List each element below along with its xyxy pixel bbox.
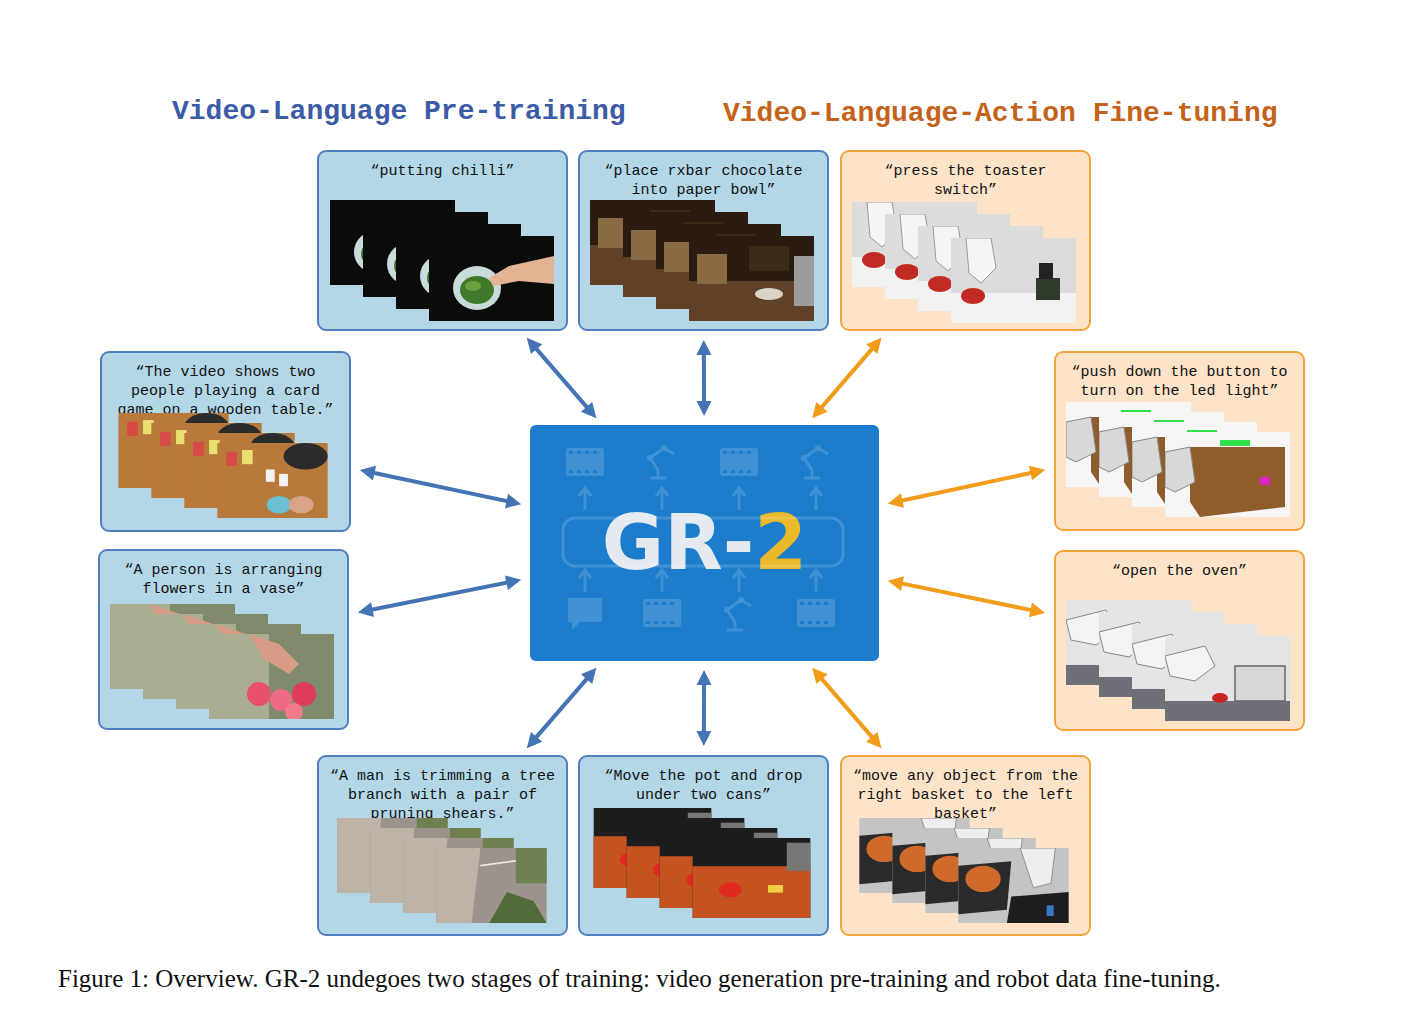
- arrow-head: [505, 494, 521, 509]
- double-arrow: [696, 340, 711, 416]
- model-name: GR-2: [602, 498, 807, 588]
- video-clip-box: “press the toaster switch”: [840, 150, 1091, 331]
- double-arrow: [812, 338, 881, 418]
- arrow-shaft: [702, 680, 706, 736]
- video-clip-box: “Move the pot and drop under two cans”: [578, 755, 829, 936]
- arrow-head: [360, 466, 376, 481]
- double-arrow: [527, 338, 597, 418]
- arrow-head: [696, 340, 711, 355]
- double-arrow: [696, 670, 711, 746]
- model-box: GR-2: [530, 425, 879, 661]
- arrow-head: [581, 668, 596, 684]
- arrow-shaft: [898, 472, 1036, 502]
- arrow-head: [888, 493, 904, 508]
- instruction-text: “press the toaster switch”: [853, 162, 1079, 200]
- arrow-head: [888, 576, 904, 591]
- video-clip-box: “place rxbar chocolate into paper bowl”: [578, 150, 829, 331]
- instruction-text: “move any object from the right basket t…: [853, 767, 1079, 824]
- double-arrow: [888, 576, 1045, 617]
- model-icons: [563, 445, 843, 630]
- arrow-head: [505, 575, 521, 590]
- video-clip-box: “putting chilli”: [317, 150, 568, 331]
- instruction-text: “open the oven”: [1067, 562, 1293, 581]
- video-clip-box: “push down the button to turn on the led…: [1054, 351, 1305, 531]
- arrow-head: [358, 602, 374, 617]
- arrow-head: [527, 732, 542, 748]
- double-arrow: [888, 466, 1045, 508]
- instruction-text: “putting chilli”: [330, 162, 556, 181]
- double-arrow: [358, 575, 521, 617]
- double-arrow: [527, 668, 597, 748]
- video-clip-box: “A person is arranging flowers in a vase…: [98, 549, 349, 730]
- arrow-head: [812, 668, 827, 684]
- instruction-text: “push down the button to turn on the led…: [1067, 363, 1293, 401]
- double-arrow: [812, 668, 881, 748]
- arrow-head: [866, 338, 881, 354]
- video-clip-box: “A man is trimming a tree branch with a …: [317, 755, 568, 936]
- instruction-text: “The video shows two people playing a ca…: [113, 363, 339, 420]
- arrow-shaft: [370, 472, 512, 502]
- arrow-shaft: [819, 675, 875, 740]
- arrow-head: [697, 670, 712, 685]
- stage-heading: Video-Language Pre-training: [172, 95, 626, 129]
- instruction-text: “A man is trimming a tree branch with a …: [330, 767, 556, 824]
- arrow-head: [581, 402, 596, 418]
- arrow-shaft: [898, 583, 1036, 611]
- arrow-head: [696, 731, 711, 746]
- video-frames: [110, 200, 1290, 923]
- arrow-head: [866, 732, 881, 748]
- arrow-head: [1029, 466, 1045, 481]
- arrow-shaft: [533, 345, 590, 410]
- double-arrow: [360, 466, 521, 509]
- arrow-head: [812, 402, 827, 418]
- instruction-text: “Move the pot and drop under two cans”: [591, 767, 817, 805]
- arrow-shaft: [368, 582, 512, 611]
- arrow-shaft: [702, 350, 706, 406]
- figure-caption: Figure 1: Overview. GR-2 undegoes two st…: [58, 962, 1378, 995]
- video-clip-box: “The video shows two people playing a ca…: [100, 351, 351, 532]
- video-clip-box: “open the oven”: [1054, 550, 1305, 731]
- arrow-head: [527, 338, 542, 354]
- video-clip-box: “move any object from the right basket t…: [840, 755, 1091, 936]
- arrow-shaft: [819, 345, 875, 410]
- instruction-text: “place rxbar chocolate into paper bowl”: [591, 162, 817, 200]
- arrow-head: [697, 401, 712, 416]
- arrow-head: [1029, 603, 1045, 618]
- arrow-shaft: [533, 675, 590, 740]
- instruction-text: “A person is arranging flowers in a vase…: [111, 561, 337, 599]
- stage-heading: Video-Language-Action Fine-tuning: [723, 97, 1278, 131]
